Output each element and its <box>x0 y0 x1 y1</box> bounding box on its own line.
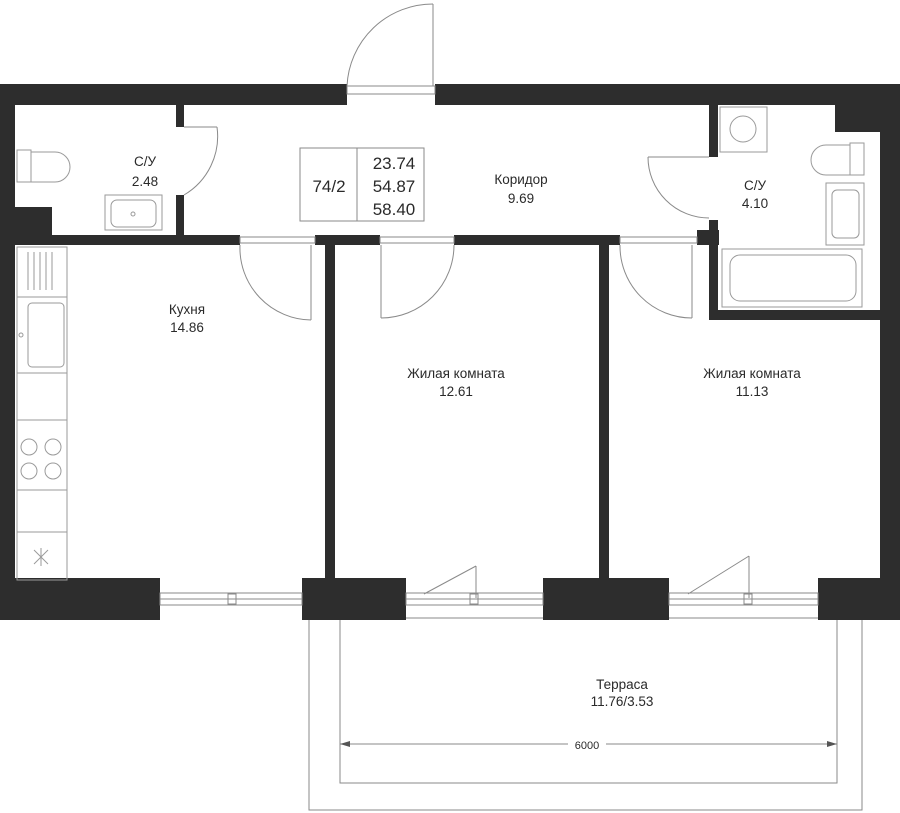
living2-name: Жилая комната <box>703 366 801 381</box>
terrace-outline <box>308 617 863 811</box>
terrace-name: Терраса <box>596 677 648 692</box>
fixtures <box>16 106 865 581</box>
dimension-arrow-right <box>827 741 837 747</box>
living1-area: 12.61 <box>439 384 473 399</box>
living1-name: Жилая комната <box>407 366 505 381</box>
area-total: 54.87 <box>373 177 416 196</box>
walls <box>0 84 900 620</box>
bath1-name: С/У <box>134 154 157 169</box>
bath2-name: С/У <box>744 178 767 193</box>
living2-area: 11.13 <box>736 384 769 399</box>
area-living: 23.74 <box>373 154 416 173</box>
bath1-area: 2.48 <box>132 174 158 189</box>
corridor-area: 9.69 <box>508 191 534 206</box>
area-with-terrace: 58.40 <box>373 200 416 219</box>
kitchen-name: Кухня <box>169 302 205 317</box>
corridor-name: Коридор <box>494 172 547 187</box>
room-labels: С/У 2.48 Коридор 9.69 С/У 4.10 Кухня 14.… <box>132 154 801 709</box>
apartment-summary: 74/2 23.74 54.87 58.40 <box>299 147 425 222</box>
dimension-label: 6000 <box>575 740 599 752</box>
kitchen-area: 14.86 <box>170 320 204 335</box>
terrace-area: 11.76/3.53 <box>591 694 654 709</box>
dimension-arrow-left <box>340 741 350 747</box>
apartment-number: 74/2 <box>312 177 345 196</box>
dimension-line: 6000 <box>340 737 837 752</box>
windows <box>159 592 819 606</box>
doors <box>183 3 750 598</box>
bath2-area: 4.10 <box>742 196 768 211</box>
